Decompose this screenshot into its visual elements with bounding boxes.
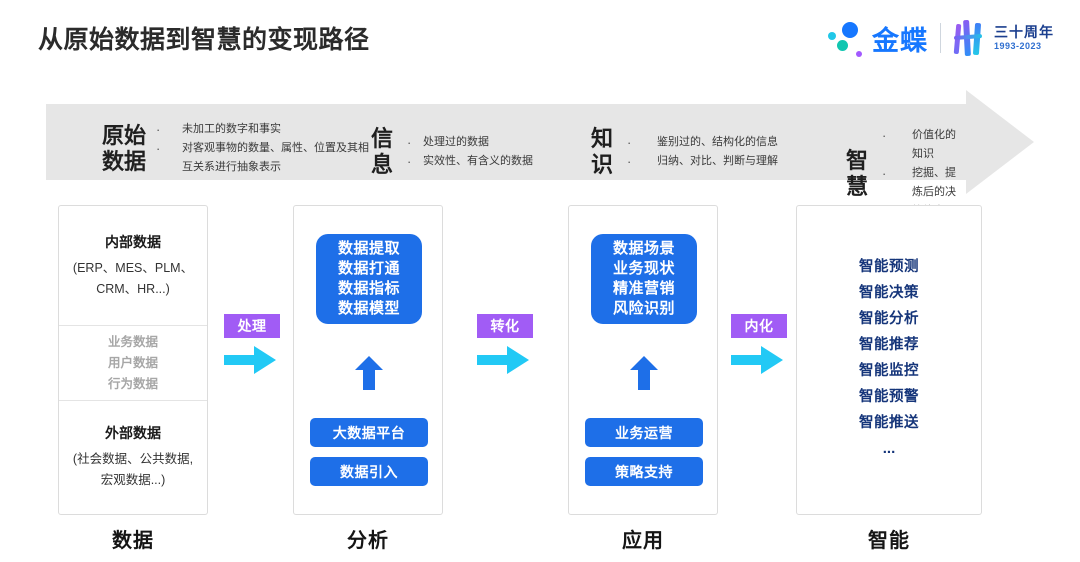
- arrow-right-icon: [477, 346, 537, 374]
- bullet-item: · 对客观事物的数量、属性、位置及其相互关系进行抽象表示: [156, 139, 377, 177]
- analysis-card: 数据提取 数据打通 数据指标 数据模型: [316, 234, 422, 324]
- intelligence-ellipsis: ...: [882, 440, 896, 457]
- dot-small-purple: [856, 51, 862, 57]
- connector-processing: 处理: [224, 314, 284, 374]
- dot-medium-teal: [837, 40, 848, 51]
- dikw-banner-arrow: [46, 90, 1034, 194]
- stage-name: 知 识: [591, 126, 614, 177]
- brand-name: 金蝶: [872, 25, 928, 56]
- application-pill-strategy[interactable]: 策略支持: [585, 457, 703, 486]
- bottom-label-data: 数据: [112, 530, 154, 552]
- connector-internalization: 内化: [731, 314, 791, 374]
- application-pill-operations[interactable]: 业务运营: [585, 418, 703, 447]
- intelligence-item: 智能预测: [859, 259, 919, 275]
- data-type-item: 业务数据: [107, 334, 158, 349]
- bullet-item: · 实效性、有含义的数据: [407, 152, 533, 171]
- bullet-text: 对客观事物的数量、属性、位置及其相互关系进行抽象表示: [182, 142, 370, 173]
- banner-stage-raw-data: 原始 数据 · 未加工的数字和事实 · 对客观事物的数量、属性、位置及其相互关系…: [102, 120, 377, 177]
- brand-logo: 金蝶 三十周年 1993-2023: [824, 16, 1054, 60]
- intelligence-item: 智能推荐: [859, 337, 919, 353]
- bottom-label-analysis: 分析: [347, 530, 389, 552]
- page-title: 从原始数据到智慧的变现路径: [38, 26, 370, 54]
- connector-transformation: 转化: [477, 314, 537, 374]
- bullet-text: 未加工的数字和事实: [182, 123, 282, 135]
- bullet-marker-icon: ·: [407, 154, 412, 169]
- anniversary-label: 三十周年: [994, 24, 1054, 40]
- stage-bullets: · 鉴别过的、结构化的信息 · 归纳、对比、判断与理解: [627, 133, 778, 171]
- internal-data-section: 内部数据 (ERP、MES、PLM、 CRM、HR...): [59, 206, 207, 326]
- column-application: 数据场景 业务现状 精准营销 风险识别 业务运营 策略支持: [568, 205, 718, 515]
- banner-stage-information: 信 息 · 处理过的数据 · 实效性、有含义的数据: [371, 126, 533, 178]
- analysis-pill-platform[interactable]: 大数据平台: [310, 418, 428, 447]
- external-data-section: 外部数据 (社会数据、公共数据, 宏观数据...): [59, 401, 207, 516]
- intelligence-list: 智能预测 智能决策 智能分析 智能推荐 智能监控 智能预警 智能推送 ...: [797, 254, 981, 462]
- stage-name: 信 息: [371, 126, 394, 177]
- brand-divider: [940, 23, 941, 53]
- bullet-item: · 鉴别过的、结构化的信息: [627, 133, 778, 152]
- arrow-up-icon: [630, 356, 658, 390]
- column-data: 内部数据 (ERP、MES、PLM、 CRM、HR...) 业务数据 用户数据 …: [58, 205, 208, 515]
- stage-bullets: · 未加工的数字和事实 · 对客观事物的数量、属性、位置及其相互关系进行抽象表示: [156, 120, 377, 177]
- analysis-pill-ingest[interactable]: 数据引入: [310, 457, 428, 486]
- column-analysis: 数据提取 数据打通 数据指标 数据模型 大数据平台 数据引入: [293, 205, 443, 515]
- intelligence-item: 智能推送: [859, 415, 919, 431]
- intelligence-item: 智能分析: [859, 311, 919, 327]
- arrow-right-icon: [731, 346, 791, 374]
- intelligence-item: 智能预警: [859, 389, 919, 405]
- bullet-marker-icon: ·: [882, 166, 887, 181]
- intelligence-item: 智能决策: [859, 285, 919, 301]
- bullet-text: 鉴别过的、结构化的信息: [657, 136, 779, 148]
- external-data-subtitle: (社会数据、公共数据, 宏观数据...): [72, 452, 194, 487]
- bullet-marker-icon: ·: [156, 122, 161, 137]
- bottom-label-application: 应用: [622, 530, 664, 552]
- stage-bullets: · 处理过的数据 · 实效性、有含义的数据: [407, 133, 533, 171]
- data-type-item: 行为数据: [107, 376, 158, 391]
- anniversary-years: 1993-2023: [994, 41, 1042, 51]
- bottom-label-intelligence: 智能: [868, 530, 910, 552]
- anniversary-badge: 三十周年 1993-2023: [953, 19, 1054, 57]
- intelligence-item: 智能监控: [859, 363, 919, 379]
- anniversary-mark-icon: [953, 19, 987, 57]
- connector-label: 内化: [731, 314, 787, 338]
- arrow-right-icon: [224, 346, 284, 374]
- internal-data-title: 内部数据: [105, 233, 161, 250]
- bullet-item: · 归纳、对比、判断与理解: [627, 152, 778, 171]
- data-types-section: 业务数据 用户数据 行为数据: [59, 326, 207, 401]
- banner-content: 原始 数据 · 未加工的数字和事实 · 对客观事物的数量、属性、位置及其相互关系…: [46, 104, 966, 217]
- connector-label: 转化: [477, 314, 533, 338]
- banner-stage-knowledge: 知 识 · 鉴别过的、结构化的信息 · 归纳、对比、判断与理解: [591, 126, 778, 178]
- bullet-item: · 价值化的知识: [882, 126, 966, 164]
- anniversary-text: 三十周年 1993-2023: [994, 24, 1054, 52]
- bullet-marker-icon: ·: [882, 128, 887, 143]
- connector-label: 处理: [224, 314, 280, 338]
- bullet-marker-icon: ·: [407, 135, 412, 150]
- bullet-item: · 处理过的数据: [407, 133, 533, 152]
- stage-name: 智 慧: [846, 147, 869, 199]
- external-data-title: 外部数据: [105, 425, 161, 441]
- kingdee-dots-icon: [824, 18, 866, 58]
- bullet-marker-icon: ·: [156, 141, 161, 156]
- column-intelligence: 智能预测 智能决策 智能分析 智能推荐 智能监控 智能预警 智能推送 ...: [796, 205, 982, 515]
- application-card: 数据场景 业务现状 精准营销 风险识别: [591, 234, 697, 324]
- bullet-text: 处理过的数据: [423, 136, 490, 148]
- dot-small-cyan: [828, 32, 836, 40]
- bullet-text: 归纳、对比、判断与理解: [657, 155, 779, 167]
- bullet-item: · 未加工的数字和事实: [156, 120, 377, 139]
- stage-name: 原始 数据: [102, 122, 147, 174]
- arrow-up-icon: [355, 356, 383, 390]
- bullet-marker-icon: ·: [627, 135, 632, 150]
- bullet-text: 价值化的知识: [912, 129, 957, 160]
- data-type-item: 用户数据: [107, 355, 158, 370]
- bullet-text: 实效性、有含义的数据: [423, 155, 534, 167]
- dot-large-blue: [842, 22, 858, 38]
- bullet-marker-icon: ·: [627, 154, 632, 169]
- internal-data-subtitle: (ERP、MES、PLM、 CRM、HR...): [72, 260, 194, 296]
